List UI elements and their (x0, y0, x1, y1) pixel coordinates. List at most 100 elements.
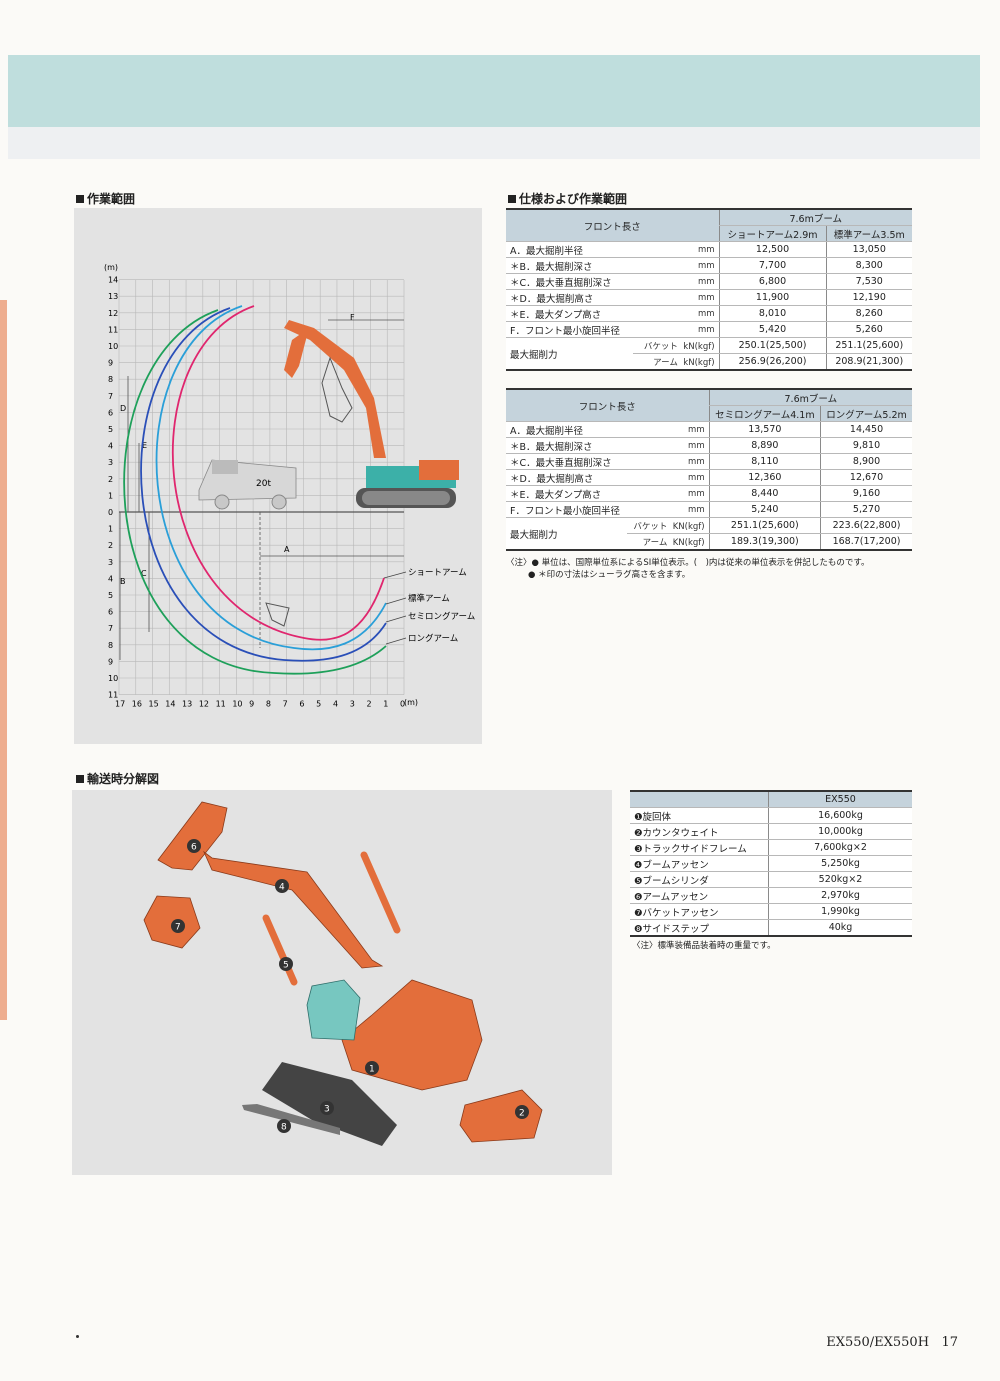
spec-row-unit: mm (627, 501, 710, 518)
part-name: ❸トラックサイドフレーム (630, 839, 769, 856)
spec-row-value: 9,160 (820, 485, 912, 502)
force-row-label: バケット kN(kgf) (633, 337, 720, 354)
working-range-title: 作業範囲 (76, 190, 135, 207)
force-row-label: アーム kN(kgf) (633, 353, 720, 371)
y-tick-label: 14 (108, 276, 118, 285)
y-tick-label: 10 (108, 674, 118, 683)
spec-row-label: ＊D．最大掘削高さ (506, 469, 628, 486)
spec-row-label: ＊E．最大ダンプ高さ (506, 305, 634, 322)
force-row-value: 223.6(22,800) (820, 517, 912, 534)
spec-row-label: A．最大掘削半径 (506, 241, 634, 258)
y-tick-label: 10 (108, 342, 118, 351)
part-name-text: ブームシリンダ (642, 875, 709, 887)
force-row-value: 251.1(25,600) (708, 517, 821, 534)
x-tick-label: 10 (232, 700, 242, 709)
part-number-badge (275, 879, 289, 893)
part-weight: 7,600kg×2 (768, 839, 912, 856)
force-row-value: 250.1(25,500) (718, 337, 827, 354)
spec-row-value: 6,800 (718, 273, 827, 290)
part-number-badge-text: 4 (279, 883, 285, 893)
force-unit: KN(kgf) (672, 537, 705, 548)
force-row: アーム kN(kgf)256.9(26,200)208.9(21,300) (506, 353, 912, 371)
spec-row-value: 12,360 (708, 469, 821, 486)
part-number-icon: ❸ (634, 843, 643, 855)
part-name: ❷カウンタウェイト (630, 823, 769, 840)
x-tick-label: 7 (283, 700, 288, 709)
part-number-icon: ❻ (634, 891, 643, 903)
spec-row-label: ＊D．最大掘削高さ (506, 289, 634, 306)
spec-row-unit: mm (633, 289, 720, 306)
force-unit: KN(kgf) (672, 521, 705, 532)
column-header: 標準アーム3.5m (825, 225, 912, 242)
spec-row-value: 14,450 (820, 421, 912, 438)
part-number-badge-text: 1 (369, 1065, 375, 1075)
spec-row-value: 5,420 (718, 321, 827, 338)
x-tick-label: 17 (115, 700, 125, 709)
force-row: 最大掘削力バケット KN(kgf)251.1(25,600)223.6(22,8… (506, 517, 912, 551)
y-tick-label: 6 (108, 408, 113, 417)
spec-row-value: 13,050 (825, 241, 912, 258)
x-tick-label: 8 (266, 700, 271, 709)
legend-leader-line (385, 597, 407, 605)
part-name-text: サイドステップ (642, 923, 710, 935)
part-number-icon: ❶ (634, 811, 643, 823)
legend-leader-line (383, 571, 407, 579)
y-tick-label: 1 (108, 525, 113, 534)
transport-title: 輸送時分解図 (76, 770, 159, 787)
force-label: 最大掘削力 (506, 517, 628, 551)
spec-note: 〈注〉● 単位は、国際単位系によるSI単位表示。( )内は従来の単位表示を併記し… (506, 558, 870, 568)
header-strip (8, 127, 980, 159)
spec-row-unit: mm (633, 241, 720, 258)
spec-row-value: 12,500 (718, 241, 827, 258)
model-column-header: EX550 (768, 790, 912, 808)
spec-row-value: 5,270 (820, 501, 912, 518)
part-number-badge-text: 7 (175, 923, 181, 933)
part-number-badge (515, 1105, 529, 1119)
part-number-badge-text: 8 (281, 1123, 287, 1133)
legend-leader-line (385, 637, 407, 645)
force-unit: kN(kgf) (683, 341, 715, 352)
unit-label-x: (m) (404, 698, 418, 707)
spec-table-2: フロント長さ 7.6mブーム セミロングアーム4.1m ロングアーム5.2m A… (506, 388, 912, 551)
part-name: ❺ブームシリンダ (630, 871, 769, 888)
x-tick-label: 0 (400, 700, 405, 709)
spec-row-unit: mm (627, 437, 710, 454)
part-number-badge (277, 1119, 291, 1133)
spec-row-label: F．フロント最小旋回半径 (506, 321, 634, 338)
y-tick-label: 5 (108, 591, 113, 600)
spec-row-unit: mm (633, 257, 720, 274)
part-weight: 10,000kg (768, 823, 912, 840)
force-row-value: 251.1(25,600) (825, 337, 912, 354)
part-name-text: アームアッセン (642, 891, 709, 903)
part-number-badge (365, 1061, 379, 1075)
dim-label-B: B (120, 577, 126, 586)
y-tick-label: 1 (108, 491, 113, 500)
spec-row-value: 9,810 (820, 437, 912, 454)
part-number-badge (187, 839, 201, 853)
column-header: ショートアーム2.9m (718, 225, 827, 242)
front-length-header: フロント長さ (506, 208, 720, 242)
x-tick-label: 2 (366, 700, 371, 709)
spec-title: 仕様および作業範囲 (508, 190, 627, 207)
part-name-text: トラックサイドフレーム (642, 843, 747, 855)
part-number-badge-text: 6 (191, 843, 197, 853)
force-label: 最大掘削力 (506, 337, 634, 371)
spec-row-label: ＊C．最大垂直掘削深さ (506, 453, 628, 470)
column-header: ロングアーム5.2m (820, 405, 912, 422)
spec-row-value: 8,260 (825, 305, 912, 322)
dim-label-C: C (141, 569, 147, 578)
spec-row-value: 8,900 (820, 453, 912, 470)
part-number-icon: ❹ (634, 859, 643, 871)
spec-row-label: ＊B．最大掘削深さ (506, 257, 634, 274)
legend-label: 標準アーム (408, 593, 450, 604)
part-name: ❽サイドステップ (630, 919, 769, 937)
x-tick-label: 12 (199, 700, 209, 709)
